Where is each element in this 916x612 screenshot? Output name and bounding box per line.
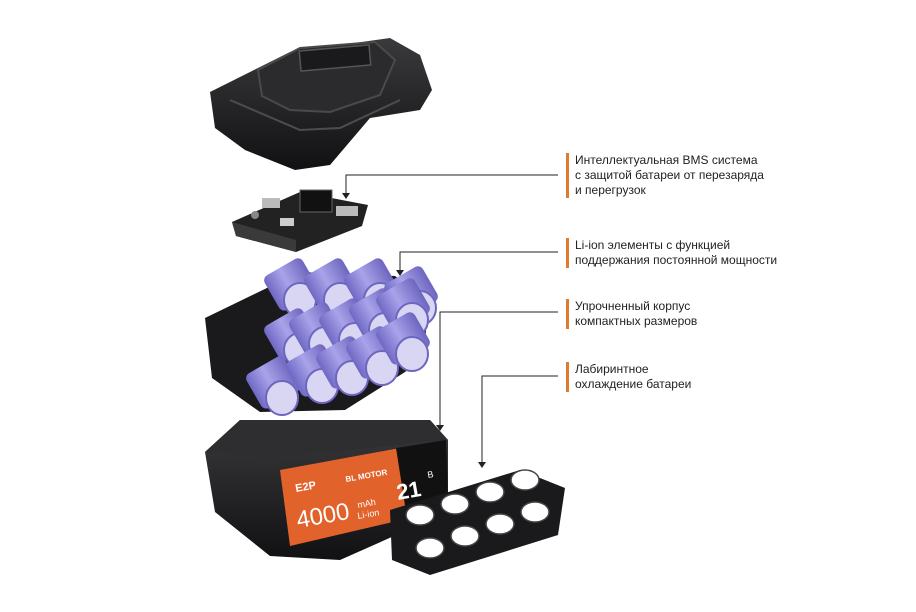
cooling-hole (520, 501, 550, 523)
cooling-hole (510, 469, 540, 491)
label-voltage-unit: В (427, 469, 435, 480)
callout-cells: Li-ion элементы с функцией поддержания п… (566, 238, 777, 268)
leader-lines (345, 174, 558, 462)
label-voltage: 21 (395, 476, 423, 505)
label-unit-mah: mAh (357, 497, 377, 510)
callout-housing: Упрочненный корпус компактных размеров (566, 299, 697, 329)
cell-pack (205, 258, 438, 416)
cooling-hole (485, 513, 515, 535)
battery-cell-end (265, 380, 299, 416)
cooling-hole (450, 525, 480, 547)
label-chemistry: Li-ion (357, 507, 380, 521)
battery-housing (205, 420, 448, 560)
bms-board (232, 189, 368, 252)
battery-cell-end (395, 336, 429, 372)
callout-bms: Интеллектуальная BMS система с защитой б… (566, 153, 764, 198)
cooling-insert (390, 469, 565, 575)
callout-cooling: Лабиринтное охлаждение батареи (566, 362, 691, 392)
top-cover (210, 38, 432, 170)
cooling-hole (415, 537, 445, 559)
cooling-hole (405, 504, 435, 526)
cooling-hole (440, 493, 470, 515)
cooling-hole (475, 481, 505, 503)
label-brand: E2P (294, 480, 317, 495)
